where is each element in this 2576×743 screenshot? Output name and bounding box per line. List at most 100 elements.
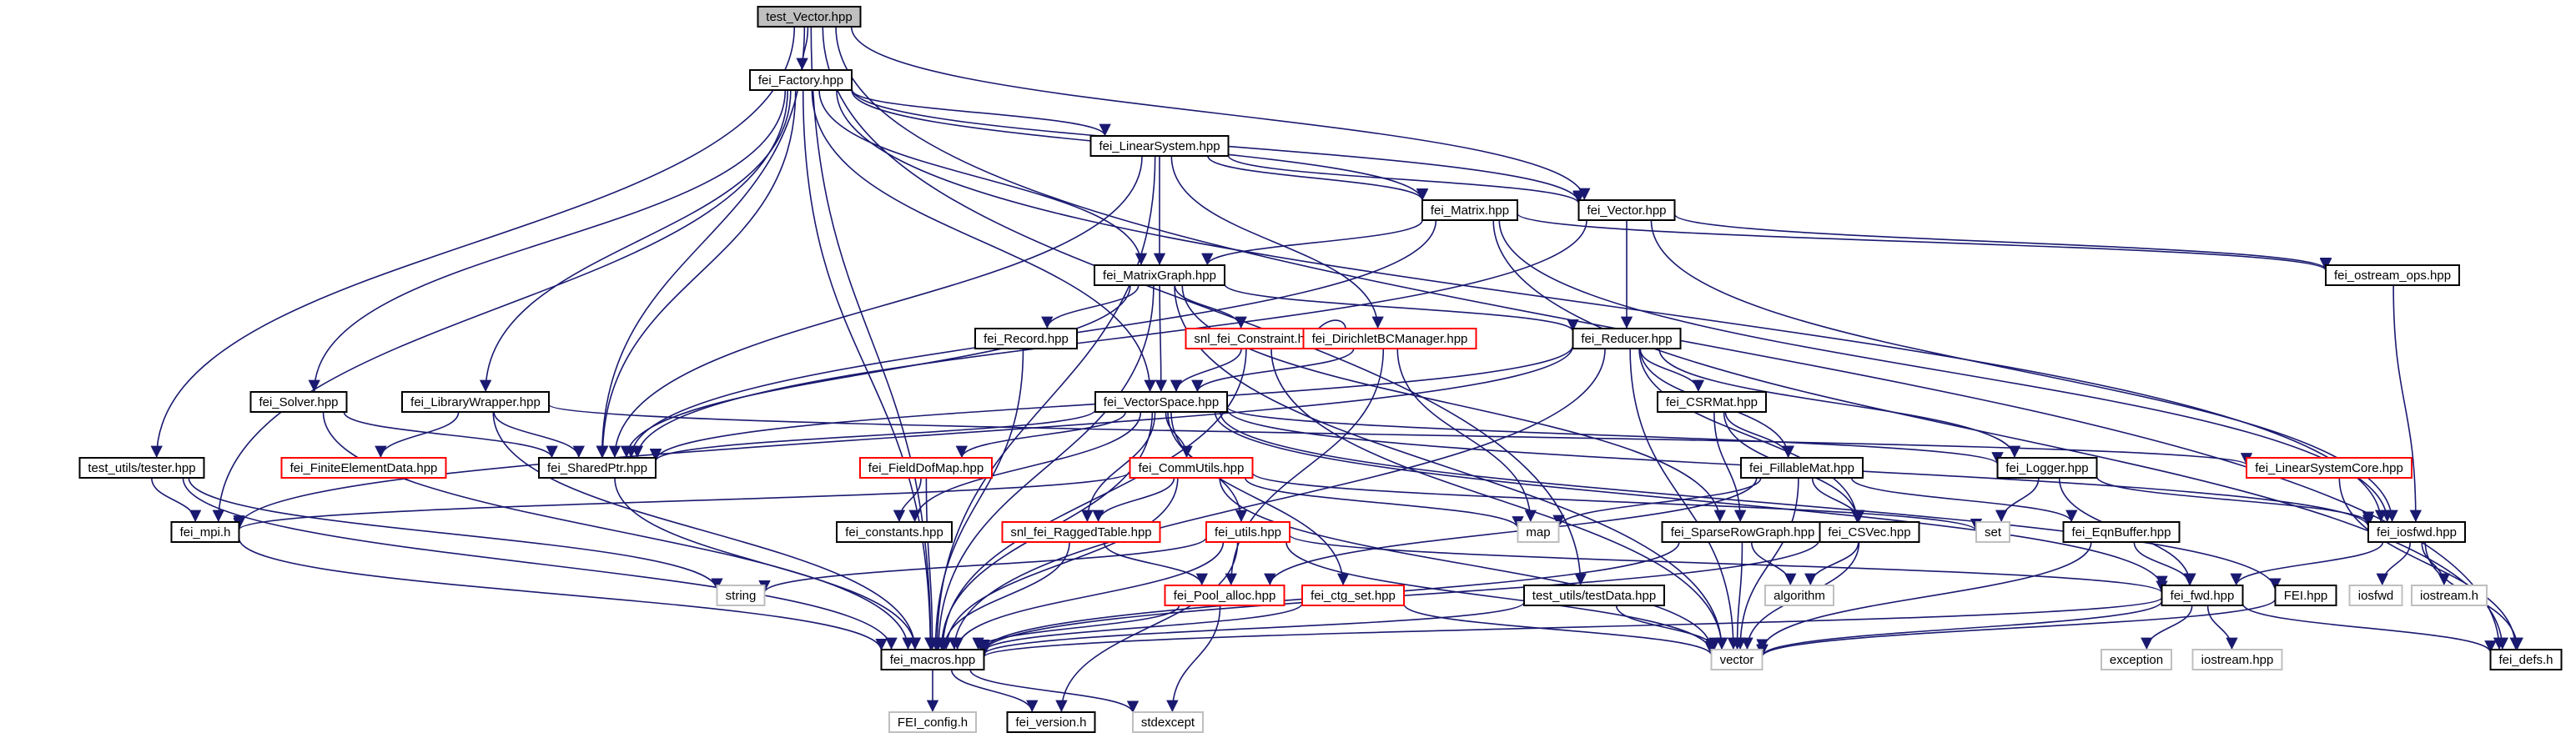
node-fei-hpp[interactable]: FEI.hpp [2274,585,2337,606]
node-box [2246,457,2412,479]
node-fei-matrixgraph-hpp[interactable]: fei_MatrixGraph.hpp [1094,264,1225,286]
edge-fei-iosfwd-hpp-to-fei-fwd-hpp [2230,541,2384,586]
edge-fei-macros-hpp-to-fei-version-h [950,669,1039,713]
node-label: fei_DirichletBCManager.hpp [1312,332,1468,346]
node-fei-vectorspace-hpp[interactable]: fei_VectorSpace.hpp [1094,391,1228,413]
edge-fei-reducer-hpp-to-fei-logger-hpp [1658,348,2021,459]
edge-fei-linearsystem-hpp-to-fei-dirichletbcmanager-hpp [1170,155,1384,329]
node-fei-mpi-h[interactable]: fei_mpi.h [170,521,240,543]
node-label: fei_utils.hpp [1215,525,1281,540]
node-fei-eqnbuffer-hpp[interactable]: fei_EqnBuffer.hpp [2062,521,2181,543]
node-string: string [716,585,766,606]
edge-fei-fillablemat-hpp-to-fei-csvec-hpp [1811,477,1865,523]
edge-fei-matrixgraph-hpp-to-fei-sparserowgraph-hpp [1181,284,1726,523]
edge-fei-vectorspace-hpp-to-fei-logger-hpp [1226,406,2004,465]
node-fei-defs-h[interactable]: fei_defs.h [2489,649,2563,670]
node-fei-linearsystem-hpp[interactable]: fei_LinearSystem.hpp [1089,135,1230,157]
node-box [1302,328,1477,349]
node-fei-dirichletbcmanager-hpp[interactable]: fei_DirichletBCManager.hpp [1302,328,1477,349]
node-label: fei_CommUtils.hpp [1139,461,1245,475]
edge-fei-matrixgraph-hpp-to-fei-sharedptr-hpp [620,284,1131,459]
edge-fei-csrmat-hpp-to-fei-fillablemat-hpp [1724,411,1794,459]
node-fei-csvec-hpp[interactable]: fei_CSVec.hpp [1819,521,1920,543]
node-fei-macros-hpp[interactable]: fei_macros.hpp [880,649,985,670]
node-box [280,457,447,479]
node-fei-version-h[interactable]: fei_version.h [1006,711,1096,733]
node-fei-fillablemat-hpp[interactable]: fei_FillableMat.hpp [1740,457,1864,479]
node-fei-logger-hpp[interactable]: fei_Logger.hpp [1996,457,2098,479]
node-fei-csrmat-hpp[interactable]: fei_CSRMat.hpp [1657,391,1767,413]
node-box [1523,585,1665,606]
node-map: map [1517,521,1560,543]
edge-fei-reducer-hpp-to-fei-csvec-hpp [1638,348,1864,523]
node-box [1661,521,1824,543]
node-label: fei_Matrix.hpp [1431,203,1509,218]
node-fei-utils-hpp[interactable]: fei_utils.hpp [1205,521,1291,543]
node-fei-sharedptr-hpp[interactable]: fei_SharedPtr.hpp [538,457,657,479]
node-box [2101,649,2172,670]
node-label: fei_constants.hpp [845,525,943,540]
node-fei-librarywrapper-hpp[interactable]: fei_LibraryWrapper.hpp [401,391,550,413]
node-fei-sparserowgraph-hpp[interactable]: fei_SparseRowGraph.hpp [1661,521,1824,543]
edge-test-vector-hpp-to-fei-vector-hpp [850,26,1591,201]
edge-fei-factory-hpp-to-fei-iosfwd-hpp [836,89,2387,523]
edge-test-vector-hpp-to-fei-macros-hpp [810,26,937,650]
node-label: fei_defs.h [2498,653,2553,667]
node-label: algorithm [1774,589,1825,603]
edge-fei-linearsystemcore-hpp-to-fei-defs-h [2338,477,2522,650]
edge-fei-commutils-hpp-to-set [1251,472,1982,532]
node-exception: exception [2101,649,2172,670]
edge-fei-fwd-hpp-to-fei-defs-h [2241,603,2497,653]
node-label: exception [2110,653,2163,667]
node-box [2274,585,2337,606]
node-fei-matrix-hpp[interactable]: fei_Matrix.hpp [1421,199,1518,221]
edge-test-utils-testdata-hpp-to-vector [1615,605,1721,650]
edge-fei-commutils-hpp-to-vector [1219,477,1718,651]
node-fei-solver-hpp[interactable]: fei_Solver.hpp [249,391,348,413]
node-fei-finiteelementdata-hpp[interactable]: fei_FiniteElementData.hpp [280,457,447,479]
edge-fei-eqnbuffer-hpp-to-fei-fwd-hpp [2133,541,2196,586]
edge-fei-fwd-hpp-to-exception [2141,605,2193,650]
edge-fei-linearsystem-hpp-to-fei-matrix-hpp [1207,155,1429,201]
node-label: map [1526,525,1550,540]
node-fei-pool-alloc-hpp[interactable]: fei_Pool_alloc.hpp [1164,585,1285,606]
node-label: test_Vector.hpp [766,10,852,24]
node-label: fei_fwd.hpp [2171,589,2235,603]
node-fei-fwd-hpp[interactable]: fei_fwd.hpp [2161,585,2244,606]
node-fei-constants-hpp[interactable]: fei_constants.hpp [836,521,953,543]
node-fei-reducer-hpp[interactable]: fei_Reducer.hpp [1572,328,1682,349]
edge-fei-librarywrapper-hpp-to-fei-finiteelementdata-hpp [375,411,460,459]
node-fei-linearsystemcore-hpp[interactable]: fei_LinearSystemCore.hpp [2246,457,2412,479]
edge-fei-reducer-hpp-to-fei-csrmat-hpp [1639,348,1705,393]
node-fei-ctg-set-hpp[interactable]: fei_ctg_set.hpp [1301,585,1405,606]
node-label: fei_Logger.hpp [2005,461,2088,475]
node-label: fei_ostream_ops.hpp [2334,269,2451,283]
node-fei-factory-hpp[interactable]: fei_Factory.hpp [749,69,853,91]
node-test-utils-testdata-hpp[interactable]: test_utils/testData.hpp [1523,585,1665,606]
node-fei-vector-hpp[interactable]: fei_Vector.hpp [1577,199,1676,221]
edge-fei-iosfwd-hpp-to-iostream-h [2421,541,2451,586]
node-fei-fielddofmap-hpp[interactable]: fei_FieldDofMap.hpp [859,457,993,479]
node-test-vector-hpp[interactable]: test_Vector.hpp [757,6,862,28]
node-label: FEI_config.h [898,715,968,730]
node-box [1164,585,1285,606]
edge-fei-matrixgraph-hpp-to-fei-vectorspace-hpp [1155,284,1168,393]
edge-fei-factory-hpp-to-fei-matrixgraph-hpp [818,89,1148,266]
edge-fei-factory-hpp-to-fei-solver-hpp [308,89,787,393]
edge-fei-mpi-h-to-fei-macros-hpp [238,538,888,651]
node-label: fei_iosfwd.hpp [2377,525,2457,540]
edge-fei-factory-hpp-to-fei-sharedptr-hpp [596,89,797,459]
node-fei-commutils-hpp[interactable]: fei_CommUtils.hpp [1129,457,1254,479]
node-fei-record-hpp[interactable]: fei_Record.hpp [974,328,1078,349]
node-snl-fei-raggedtable-hpp[interactable]: snl_fei_RaggedTable.hpp [1001,521,1161,543]
node-box [716,585,766,606]
edge-fei-vectorspace-hpp-to-fei-fwd-hpp [1214,411,2168,588]
edge-fei-matrix-hpp-to-fei-defs-h [1492,219,2508,650]
node-test-utils-tester-hpp[interactable]: test_utils/tester.hpp [78,457,205,479]
node-box [1710,649,1763,670]
node-fei-iosfwd-hpp[interactable]: fei_iosfwd.hpp [2367,521,2466,543]
edge-fei-vectorspace-hpp-to-fei-fielddofmap-hpp [955,411,1126,459]
edge-fei-matrix-hpp-to-fei-ostream-ops-hpp [1517,213,2332,272]
node-fei-ostream-ops-hpp[interactable]: fei_ostream_ops.hpp [2325,264,2460,286]
edge-fei-vector-hpp-to-fei-ostream-ops-hpp [1673,213,2332,270]
